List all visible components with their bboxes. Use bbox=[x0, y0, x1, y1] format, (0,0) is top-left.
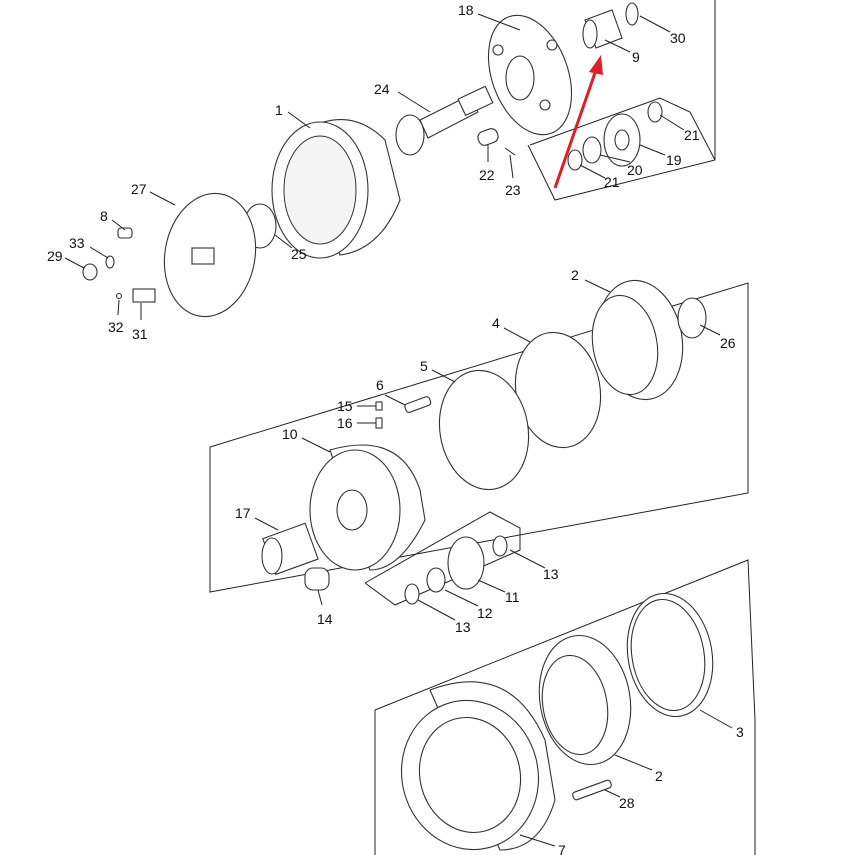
label-14: 14 bbox=[317, 611, 333, 627]
label-16: 16 bbox=[337, 415, 353, 431]
part-12-needle-bearing bbox=[426, 567, 446, 593]
label-15: 15 bbox=[337, 398, 353, 414]
part-20-needle-bearing bbox=[582, 136, 602, 164]
group-frame-gear-set bbox=[529, 97, 716, 161]
part-21-thrust-washer bbox=[647, 101, 663, 123]
group-frame-gear-set-2 bbox=[364, 511, 521, 606]
label-12: 12 bbox=[477, 605, 493, 621]
label-13: 13 bbox=[543, 566, 559, 582]
part-2-bearing-lower bbox=[538, 634, 632, 766]
part-11-planet-gear bbox=[447, 536, 485, 590]
label-22: 22 bbox=[479, 167, 495, 183]
part-33-o-ring bbox=[105, 255, 115, 269]
highlight-arrow bbox=[553, 55, 603, 189]
part-9-bushing bbox=[582, 9, 623, 49]
label-4: 4 bbox=[492, 315, 500, 331]
seal-inner bbox=[630, 598, 706, 712]
part-6-bolt bbox=[404, 396, 432, 413]
part-14-pin bbox=[304, 567, 330, 591]
group-frame-top bbox=[527, 0, 716, 201]
part-24-shaft bbox=[395, 85, 494, 156]
part-13-thrust-washer bbox=[492, 535, 508, 557]
label-17: 17 bbox=[235, 505, 251, 521]
label-31: 31 bbox=[132, 326, 148, 342]
part-7-hub bbox=[400, 681, 556, 851]
label-13-b: 13 bbox=[455, 619, 471, 635]
part-1-ring-gear bbox=[271, 119, 401, 259]
label-10: 10 bbox=[282, 426, 298, 442]
label-8: 8 bbox=[100, 208, 108, 224]
label-7: 7 bbox=[558, 842, 566, 855]
part-32-rivet bbox=[115, 292, 123, 300]
leader-lines bbox=[64, 13, 733, 847]
label-26: 26 bbox=[720, 335, 736, 351]
label-6: 6 bbox=[376, 377, 384, 393]
part-2-bearing bbox=[591, 279, 684, 401]
label-21: 21 bbox=[684, 127, 700, 143]
part-16-pin bbox=[375, 417, 383, 429]
part-29-plug bbox=[82, 263, 98, 281]
part-13-thrust-washer-2 bbox=[404, 583, 420, 605]
group-frame-bottom bbox=[374, 559, 756, 855]
label-18: 18 bbox=[458, 2, 474, 18]
part-31-name-plate bbox=[132, 288, 156, 303]
label-1: 1 bbox=[275, 102, 283, 118]
gear-bore bbox=[614, 129, 630, 151]
label-11: 11 bbox=[505, 589, 520, 605]
label-3: 3 bbox=[736, 724, 744, 740]
part-30-ring bbox=[625, 2, 639, 26]
label-27: 27 bbox=[131, 181, 147, 197]
part-18-carrier bbox=[487, 14, 573, 136]
part-15-pin bbox=[375, 401, 383, 411]
part-10-carrier bbox=[309, 444, 426, 571]
part-8-bolt bbox=[117, 227, 133, 239]
label-28: 28 bbox=[619, 795, 635, 811]
label-24: 24 bbox=[374, 81, 390, 97]
part-22-pin bbox=[477, 128, 499, 146]
label-21-b: 21 bbox=[604, 174, 620, 190]
part-5-shim bbox=[438, 369, 530, 491]
label-32: 32 bbox=[108, 319, 124, 335]
label-19: 19 bbox=[666, 152, 682, 168]
label-5: 5 bbox=[420, 358, 428, 374]
part-28-bolt bbox=[572, 779, 612, 801]
label-2: 2 bbox=[571, 267, 579, 283]
label-30: 30 bbox=[670, 30, 686, 46]
label-20: 20 bbox=[627, 162, 643, 178]
label-9: 9 bbox=[632, 49, 640, 65]
part-27-plate bbox=[163, 192, 257, 318]
label-33: 33 bbox=[69, 235, 85, 251]
part-labels: 18 30 9 24 1 21 22 23 21 20 19 27 8 33 2… bbox=[47, 2, 744, 855]
part-21-thrust-washer-2 bbox=[567, 149, 583, 171]
label-23: 23 bbox=[505, 182, 521, 198]
part-17-sun-gear bbox=[261, 522, 319, 576]
label-25: 25 bbox=[291, 246, 307, 262]
label-29: 29 bbox=[47, 248, 63, 264]
part-23-spring-pin bbox=[504, 147, 516, 156]
part-26-seal bbox=[677, 297, 707, 339]
label-2-b: 2 bbox=[655, 768, 663, 784]
